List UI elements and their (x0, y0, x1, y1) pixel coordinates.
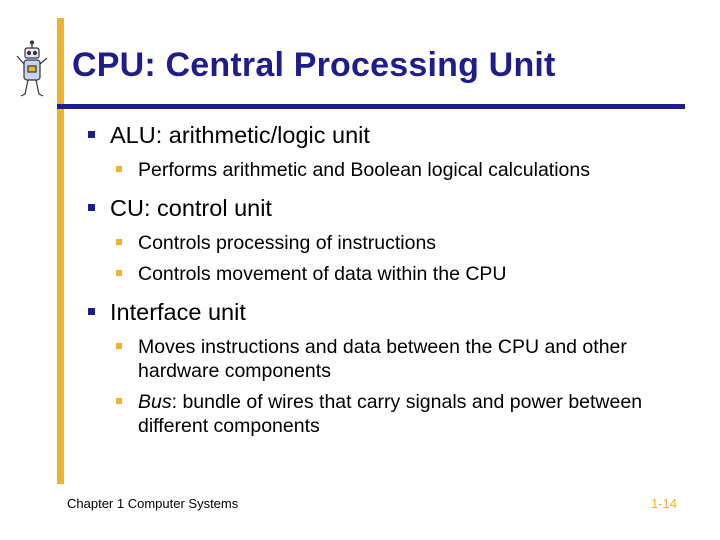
square-bullet-icon (88, 308, 95, 315)
sub-bullet-interface-1: Moves instructions and data between the … (88, 335, 698, 383)
accent-vertical-bar (57, 18, 64, 484)
slide-title: CPU: Central Processing Unit (72, 46, 556, 84)
square-bullet-icon (116, 343, 122, 349)
title-underline-bar (57, 104, 685, 109)
bullet-alu-label: ALU: arithmetic/logic unit (110, 122, 370, 148)
sub-bullet-text: Performs arithmetic and Boolean logical … (138, 159, 590, 181)
alu-subitems: Performs arithmetic and Boolean logical … (88, 158, 698, 182)
bullet-cu: CU: control unit (88, 194, 698, 222)
square-bullet-icon (88, 131, 95, 138)
sub-bullet-cu-2: Controls movement of data within the CPU (88, 262, 698, 286)
bullet-interface-label: Interface unit (110, 299, 246, 325)
sub-bullet-text: Controls movement of data within the CPU (138, 263, 507, 285)
cu-subitems: Controls processing of instructions Cont… (88, 231, 698, 286)
square-bullet-icon (116, 398, 122, 404)
sub-bullet-cu-1: Controls processing of instructions (88, 231, 698, 255)
sub-bullet-alu-1: Performs arithmetic and Boolean logical … (88, 158, 698, 182)
bullet-interface-unit: Interface unit (88, 298, 698, 326)
sub-bullet-text: Moves instructions and data between the … (138, 336, 627, 382)
bullet-list: ALU: arithmetic/logic unit Performs arit… (88, 121, 698, 445)
square-bullet-icon (88, 204, 95, 211)
bullet-alu: ALU: arithmetic/logic unit (88, 121, 698, 149)
footer-chapter: Chapter 1 Computer Systems (67, 496, 239, 511)
sub-bullet-text: Controls processing of instructions (138, 232, 437, 254)
sub-bullet-text: : bundle of wires that carry signals and… (138, 391, 643, 437)
bullet-cu-label: CU: control unit (110, 195, 272, 221)
square-bullet-icon (116, 239, 122, 245)
page-number: 1-14 (650, 496, 677, 511)
bus-term: Bus (138, 391, 172, 413)
square-bullet-icon (116, 166, 122, 172)
interface-subitems: Moves instructions and data between the … (88, 335, 698, 438)
sub-bullet-interface-2: Bus: bundle of wires that carry signals … (88, 390, 698, 438)
cartoon-robot-icon (16, 40, 48, 97)
square-bullet-icon (116, 270, 122, 276)
